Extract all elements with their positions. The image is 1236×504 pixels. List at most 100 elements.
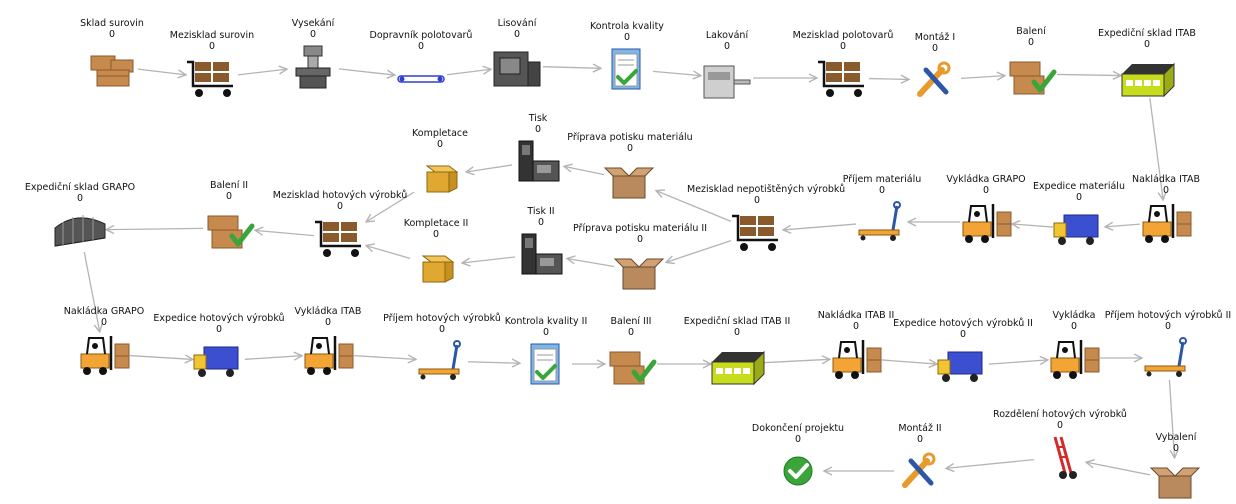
cart-icon xyxy=(142,54,282,102)
node-label: Montáž II xyxy=(898,423,942,434)
node-label: Lisování xyxy=(497,18,537,29)
clipboard-check-icon xyxy=(557,45,697,93)
edge-n38-n39 xyxy=(946,458,1035,469)
node-count: 0 xyxy=(627,327,635,338)
cnc-machine-icon xyxy=(447,42,587,90)
pallet-jack-icon xyxy=(372,337,512,385)
node-count: 0 xyxy=(513,29,521,40)
node-count: 0 xyxy=(436,139,444,150)
node-count: 0 xyxy=(1075,192,1083,203)
node-count: 0 xyxy=(309,29,317,40)
node-label: Kompletace xyxy=(412,128,468,139)
forklift-icon xyxy=(786,334,926,382)
cart-icon xyxy=(687,208,827,256)
node-count: 0 xyxy=(438,324,446,335)
node-label: Mezisklad nepotištěných výrobků xyxy=(687,184,846,195)
node-count: 0 xyxy=(982,185,990,196)
edge-n32-n33 xyxy=(762,359,830,362)
node-count: 0 xyxy=(208,41,216,52)
node-count: 0 xyxy=(959,329,967,340)
node-label: Mezisklad hotových výrobků xyxy=(272,190,408,201)
node-count: 0 xyxy=(852,321,860,332)
box-icon xyxy=(370,152,510,200)
forklift-icon xyxy=(1096,198,1236,246)
node-label: Vybalení xyxy=(1155,432,1197,443)
node-count: 0 xyxy=(733,327,741,338)
press-machine-icon xyxy=(243,42,383,90)
print-machine-icon xyxy=(468,137,608,185)
hand-truck-icon xyxy=(990,433,1130,481)
node-label: Balení III xyxy=(610,316,652,327)
edge-n25-n26 xyxy=(83,251,99,332)
box-icon xyxy=(366,242,506,290)
node-count: 0 xyxy=(794,434,802,445)
forklift-icon xyxy=(916,198,1056,246)
conveyor-icon xyxy=(351,54,491,102)
check-circle-icon xyxy=(728,447,868,495)
node-count: 0 xyxy=(1056,420,1064,431)
edge-n4-n5 xyxy=(446,69,491,76)
node-label: Balení II xyxy=(209,180,249,191)
truck-icon xyxy=(149,337,289,385)
node-label: Dokončení projektu xyxy=(751,423,845,434)
edge-n16-n17 xyxy=(656,191,732,222)
edge-n22-n23 xyxy=(366,246,411,260)
edge-n27-n28 xyxy=(244,356,302,360)
node-count: 0 xyxy=(723,41,731,52)
node-count: 0 xyxy=(108,29,116,40)
node-count: 0 xyxy=(225,191,233,202)
cart-icon xyxy=(773,54,913,102)
node-label: Příjem hotových výrobků II xyxy=(1104,310,1232,321)
node-label: Příprava potisku materiálu II xyxy=(572,223,708,234)
node-label: Expedice materiálu xyxy=(1033,181,1125,192)
node-count: 0 xyxy=(623,32,631,43)
node-label: Balení xyxy=(1016,26,1046,37)
edge-n29-n30 xyxy=(467,362,520,364)
warehouse-icon xyxy=(1077,52,1217,100)
wrench-icon xyxy=(850,447,990,495)
edge-n33-n34 xyxy=(881,360,937,364)
node-label: Příjem materiálu xyxy=(842,174,922,185)
node-count: 0 xyxy=(537,217,545,228)
